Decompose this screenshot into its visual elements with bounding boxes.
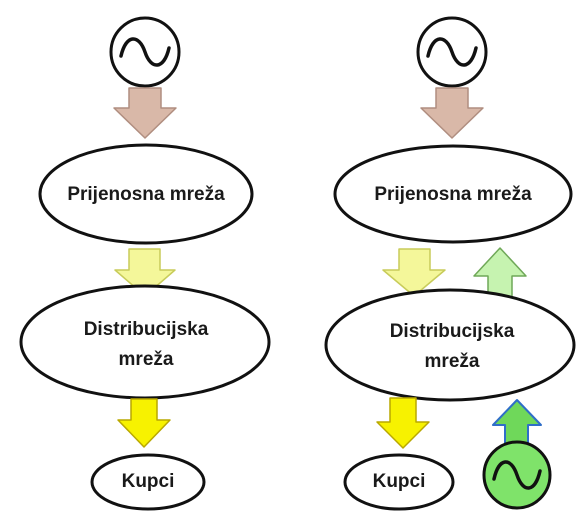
- right-generator: [416, 16, 488, 88]
- right-customers: Kupci: [343, 453, 455, 511]
- left-customers: Kupci: [90, 453, 206, 511]
- left-arrow-transmission-to-distribution: [114, 248, 176, 297]
- left-distribution-label-line1: Distribucijska: [84, 319, 209, 340]
- right-transmission-network: Prijenosna mreža: [333, 144, 573, 244]
- right-arrow-distribution-to-transmission: [473, 247, 527, 299]
- right-distribution-network: Distribucijska mreža: [324, 288, 576, 402]
- left-arrow-distribution-to-customers: [117, 398, 171, 448]
- right-diagram: Prijenosna mreža Distribucijska mreža Ku…: [324, 16, 576, 511]
- right-distributed-generator: [482, 440, 552, 510]
- right-arrow-distribution-to-customers: [376, 397, 430, 449]
- left-generator: [109, 16, 181, 88]
- sine-wave-icon: [492, 460, 542, 490]
- sine-wave-icon: [426, 37, 478, 67]
- right-transmission-label: Prijenosna mreža: [374, 184, 532, 205]
- left-distribution-network: Distribucijska mreža: [19, 284, 271, 400]
- left-diagram: Prijenosna mreža Distribucijska mreža Ku…: [19, 16, 271, 511]
- right-arrow-transmission-to-distribution: [382, 248, 446, 297]
- left-arrow-generation-to-transmission: [113, 87, 177, 139]
- right-arrow-generation-to-transmission: [420, 87, 484, 139]
- right-customers-label: Kupci: [373, 471, 426, 492]
- sine-wave-icon: [119, 37, 171, 67]
- right-distribution-label-line1: Distribucijska: [390, 321, 515, 342]
- left-distribution-label-line2: mreža: [119, 349, 174, 370]
- left-customers-label: Kupci: [122, 471, 175, 492]
- right-distribution-label-line2: mreža: [425, 351, 480, 372]
- left-transmission-network: Prijenosna mreža: [38, 143, 254, 245]
- right-arrow-distributed-generation-to-distribution: [492, 399, 542, 447]
- left-transmission-label: Prijenosna mreža: [67, 184, 225, 205]
